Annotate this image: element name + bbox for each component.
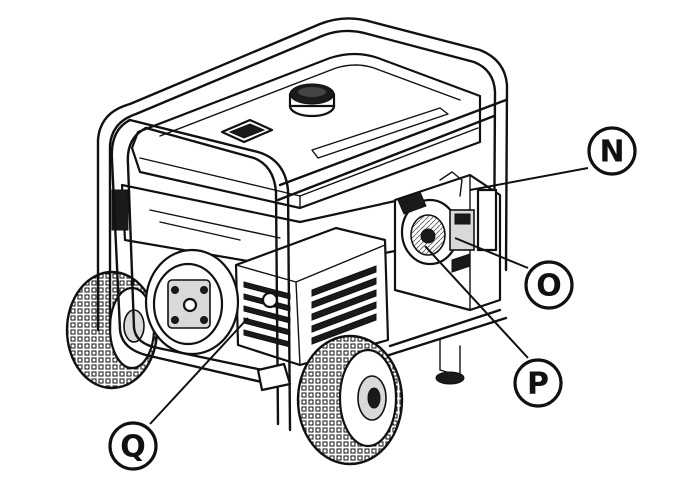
alternator-housing xyxy=(234,226,390,367)
callout-label-q: Q xyxy=(120,430,146,465)
callout-q: Q xyxy=(108,421,158,471)
alternator-end-cover xyxy=(144,248,240,356)
callout-o: O xyxy=(524,260,574,310)
leader-line-n xyxy=(469,167,589,191)
callout-p: P xyxy=(513,358,563,408)
front-wheel xyxy=(296,334,404,466)
frame-bracket xyxy=(256,362,292,392)
rear-frame xyxy=(96,17,509,332)
leader-line-p xyxy=(424,245,529,359)
fuel-gauge xyxy=(220,118,274,144)
fuel-tank xyxy=(130,52,482,210)
fuel-cap xyxy=(288,83,336,118)
callout-label-o: O xyxy=(536,269,562,304)
front-frame xyxy=(110,98,508,432)
leader-line-q xyxy=(149,317,249,425)
callout-label-p: P xyxy=(527,367,549,402)
leader-lines xyxy=(149,167,589,425)
callout-n: N xyxy=(587,126,637,176)
leader-line-o xyxy=(454,237,529,269)
cooling-fins xyxy=(243,265,377,348)
rear-left-wheel xyxy=(65,270,159,390)
engine-controls xyxy=(393,171,502,312)
callout-label-n: N xyxy=(599,135,624,170)
